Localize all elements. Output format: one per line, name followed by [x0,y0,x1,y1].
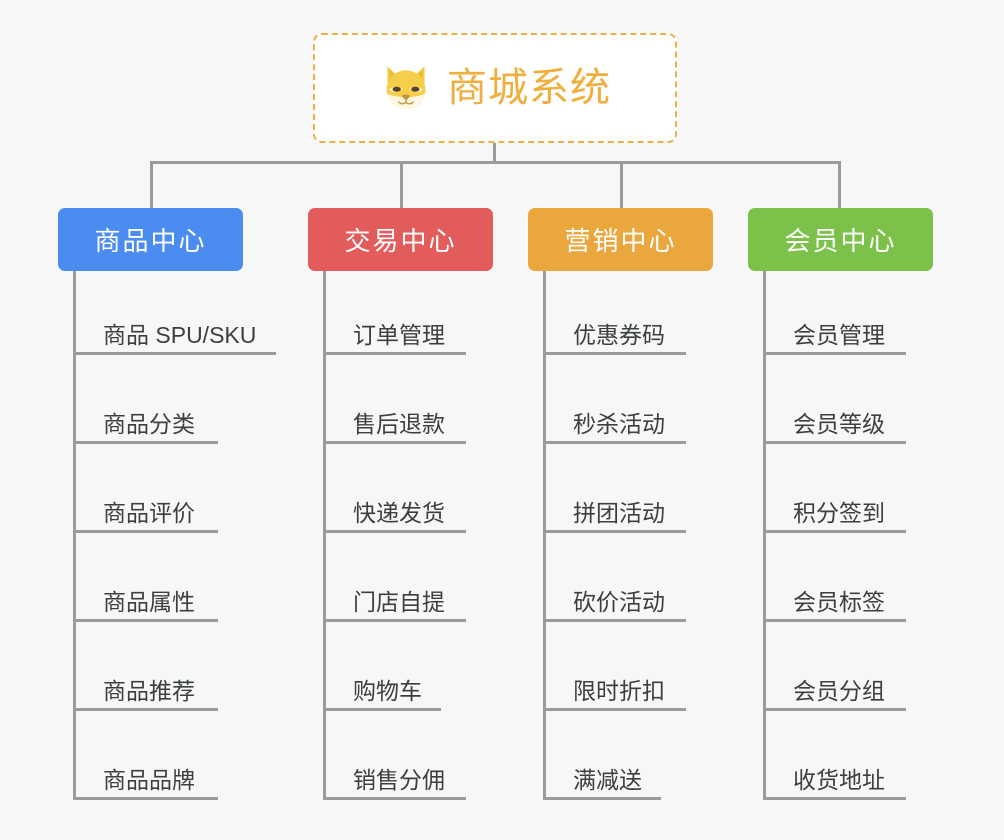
leaf-label: 快递发货 [353,500,445,526]
leaf-underline [543,619,686,622]
connector-drop-3 [620,161,623,208]
category-trunk-3 [543,271,546,800]
category-header-1[interactable]: 商品中心 [58,208,243,271]
leaf-label: 商品评价 [103,500,195,526]
category-trunk-2 [323,271,326,800]
root-node-shop-system[interactable]: 商城系统 [313,33,677,143]
leaf-label: 会员管理 [793,322,885,348]
category-header-4[interactable]: 会员中心 [748,208,933,271]
leaf-label: 会员标签 [793,589,885,615]
leaf-label: 拼团活动 [573,500,665,526]
leaf-underline [73,530,218,533]
leaf-label: 购物车 [353,678,422,704]
leaf-label: 门店自提 [353,589,445,615]
category-header-2[interactable]: 交易中心 [308,208,493,271]
connector-drop-2 [400,161,403,208]
leaf-label: 限时折扣 [573,678,665,704]
leaf-underline [73,708,218,711]
leaf-underline [543,530,686,533]
connector-horizontal-bus [150,161,841,164]
connector-drop-4 [838,161,841,208]
leaf-underline [323,530,466,533]
leaf-underline [323,352,466,355]
leaf-label: 收货地址 [793,767,885,793]
leaf-underline [323,797,466,800]
leaf-label: 积分签到 [793,500,885,526]
leaf-underline [73,797,218,800]
category-trunk-1 [73,271,76,800]
leaf-label: 商品 SPU/SKU [103,322,257,348]
leaf-label: 满减送 [573,767,642,793]
leaf-underline [543,708,686,711]
leaf-label: 会员等级 [793,411,885,437]
leaf-underline [323,441,466,444]
leaf-label: 商品推荐 [103,678,195,704]
leaf-underline [763,441,906,444]
leaf-underline [543,441,686,444]
leaf-label: 商品属性 [103,589,195,615]
leaf-label: 秒杀活动 [573,411,665,437]
leaf-label: 商品品牌 [103,767,195,793]
leaf-underline [73,441,218,444]
leaf-label: 销售分佣 [353,767,445,793]
category-trunk-4 [763,271,766,800]
shiba-dog-face-icon [386,66,426,110]
leaf-underline [73,619,218,622]
leaf-underline [323,619,466,622]
leaf-underline [763,797,906,800]
leaf-underline [763,619,906,622]
leaf-label: 优惠券码 [573,322,665,348]
leaf-underline [763,708,906,711]
leaf-label: 售后退款 [353,411,445,437]
leaf-label: 会员分组 [793,678,885,704]
leaf-underline [763,530,906,533]
leaf-underline [323,708,441,711]
leaf-underline [543,797,661,800]
connector-root-stem [493,143,496,163]
connector-drop-1 [150,161,153,208]
root-node-title: 商城系统 [447,66,611,110]
leaf-underline [763,352,906,355]
leaf-label: 砍价活动 [573,589,665,615]
leaf-underline [73,352,276,355]
leaf-underline [543,352,686,355]
leaf-label: 订单管理 [353,322,445,348]
leaf-label: 商品分类 [103,411,195,437]
category-header-3[interactable]: 营销中心 [528,208,713,271]
